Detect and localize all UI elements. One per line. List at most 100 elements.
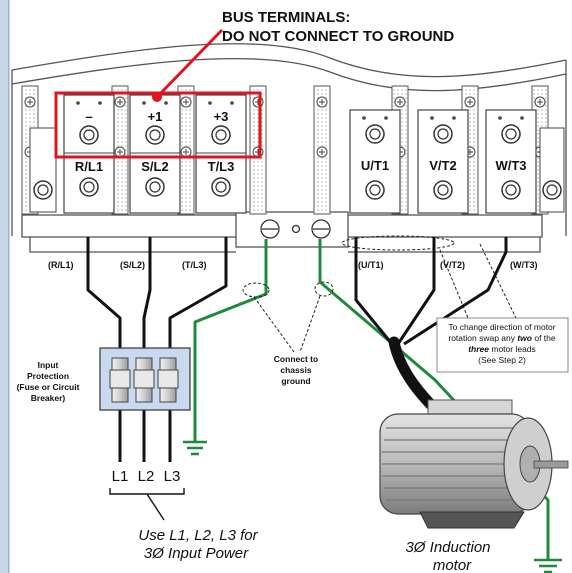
- terminal-dot: [384, 116, 388, 120]
- housing-lower-lip: [29, 237, 541, 253]
- callout-leader-line: [156, 28, 224, 98]
- page-frame-edge: [8, 0, 10, 573]
- rotation-note-line-3: three motor leads: [468, 344, 536, 354]
- terminal-screw-inner: [369, 128, 381, 140]
- terminal-column-output-1: U/T1: [349, 109, 401, 214]
- wire-label-u-t1: (U/T1): [358, 260, 384, 270]
- terminal-column-input-1: – R/L1: [63, 94, 115, 214]
- motor-cooling-fins: [382, 427, 528, 501]
- terminal-screw-inner: [37, 184, 49, 196]
- rotation-note: To change direction of motor rotation sw…: [436, 317, 569, 373]
- terminal-screw-inner: [437, 184, 449, 196]
- rotation-note-box: [436, 317, 569, 373]
- motor-label-line-1: 3Ø Induction: [405, 539, 490, 556]
- bus-terminal-label: –: [85, 109, 92, 124]
- wire-r-l1: [86, 237, 122, 352]
- ground-note-line-1: Connect to: [274, 354, 318, 364]
- fuse-l3-band: [157, 369, 179, 389]
- terminal-screw-inner: [149, 181, 161, 193]
- input-wires: [86, 237, 228, 462]
- terminal-dot: [98, 101, 102, 105]
- output-terminal-label: W/T3: [495, 158, 526, 173]
- bus-terminal-label: +3: [214, 109, 229, 124]
- ground-note: Connect to chassis ground: [274, 354, 318, 386]
- wire-s-l2: [142, 237, 152, 352]
- motor-label-line-2: motor: [433, 557, 472, 573]
- line-label-l3: L3: [164, 468, 181, 485]
- rotation-note-line-2: rotation swap any two of the: [448, 333, 556, 343]
- protection-label: Input Protection (Fuse or Circuit Breake…: [17, 360, 80, 403]
- housing-top-curve: [11, 43, 567, 78]
- terminal-screw-inner: [215, 181, 227, 193]
- terminal-screw-inner: [437, 128, 449, 140]
- terminal-column-input-2: +1S/L2: [129, 94, 181, 214]
- ground-note-line-2: chassis: [280, 365, 311, 375]
- page-frame-left: [0, 0, 8, 573]
- rotation-note-line-4: (See Step 2): [478, 355, 526, 365]
- motor-mounting-foot: [419, 511, 525, 529]
- input-ground-wire: [193, 239, 268, 442]
- terminal-dot: [142, 101, 146, 105]
- wire-u-t1: [354, 237, 394, 345]
- terminal-screw-inner: [546, 184, 558, 196]
- ground-note-line-3: ground: [281, 376, 310, 386]
- callout-dot: [152, 92, 162, 102]
- bus-terminal-callout: BUS TERMINALS: DO NOT CONNECT TO GROUND: [54, 9, 454, 159]
- terminal-dot: [520, 116, 524, 120]
- input-power-bracket: [109, 488, 185, 521]
- output-wires: [354, 237, 508, 346]
- terminal-column-input-3: +3T/L3: [195, 94, 247, 214]
- input-terminal-label: S/L2: [141, 159, 168, 174]
- wire-label-v-t2: (V/T2): [440, 260, 465, 270]
- line-label-l2: L2: [138, 468, 155, 485]
- wire-label-t-l3: (T/L3): [182, 260, 207, 270]
- motor-label: 3Ø Induction motor: [405, 539, 490, 573]
- line-label-l1: L1: [112, 468, 129, 485]
- input-terminal-label: R/L1: [75, 159, 103, 174]
- housing-inner-curve: [11, 57, 567, 92]
- rotation-note-line-1: To change direction of motor: [448, 322, 555, 332]
- input-power-note: Use L1, L2, L3 for 3Ø Input Power: [138, 527, 258, 562]
- input-terminal-label: T/L3: [208, 159, 235, 174]
- ground-screw-center: [291, 224, 301, 234]
- wire-t-l3: [168, 237, 228, 352]
- terminal-dot: [230, 101, 234, 105]
- terminal-dot: [208, 101, 212, 105]
- callout-line-2: DO NOT CONNECT TO GROUND: [222, 28, 454, 45]
- terminal-column-output-2: V/T2: [417, 109, 469, 214]
- terminal-dot: [452, 116, 456, 120]
- chassis-ground-screws: [260, 219, 331, 239]
- terminal-dot: [498, 116, 502, 120]
- ground-symbol-input: [183, 440, 207, 456]
- induction-motor: [379, 399, 569, 529]
- output-terminal-label: V/T2: [429, 158, 456, 173]
- terminal-column-output-3: W/T3: [485, 109, 537, 214]
- wire-label-w-t3: (W/T3): [510, 260, 538, 270]
- output-terminal-label: U/T1: [361, 158, 389, 173]
- ground-symbol-motor: [534, 558, 562, 573]
- terminal-screw-inner: [149, 129, 161, 141]
- protection-label-line-1: Input: [38, 360, 59, 370]
- terminal-dot: [164, 101, 168, 105]
- wire-label-r-l1: (R/L1): [48, 260, 74, 270]
- terminal-dot: [362, 116, 366, 120]
- terminal-screw-inner: [369, 184, 381, 196]
- wire-label-s-l2: (S/L2): [120, 260, 145, 270]
- wire-v-t2: [396, 237, 436, 345]
- terminal-dot: [76, 101, 80, 105]
- fuse-l1-band: [109, 369, 131, 389]
- input-power-note-line-2: 3Ø Input Power: [144, 545, 249, 562]
- terminal-screw-inner: [215, 129, 227, 141]
- line-labels: L1 L2 L3: [112, 468, 181, 485]
- terminal-screw-inner: [83, 129, 95, 141]
- motor-shaft: [533, 460, 569, 469]
- input-protection-fuse-block: [99, 347, 191, 411]
- bus-terminal-label: +1: [148, 109, 163, 124]
- wire-labels: (R/L1) (S/L2) (T/L3) (U/T1) (V/T2) (W/T3…: [48, 260, 538, 270]
- input-power-note-line-1: Use L1, L2, L3 for: [138, 527, 258, 544]
- protection-label-line-4: Breaker): [31, 393, 66, 403]
- terminal-screw-inner: [505, 128, 517, 140]
- terminal-screw-inner: [505, 184, 517, 196]
